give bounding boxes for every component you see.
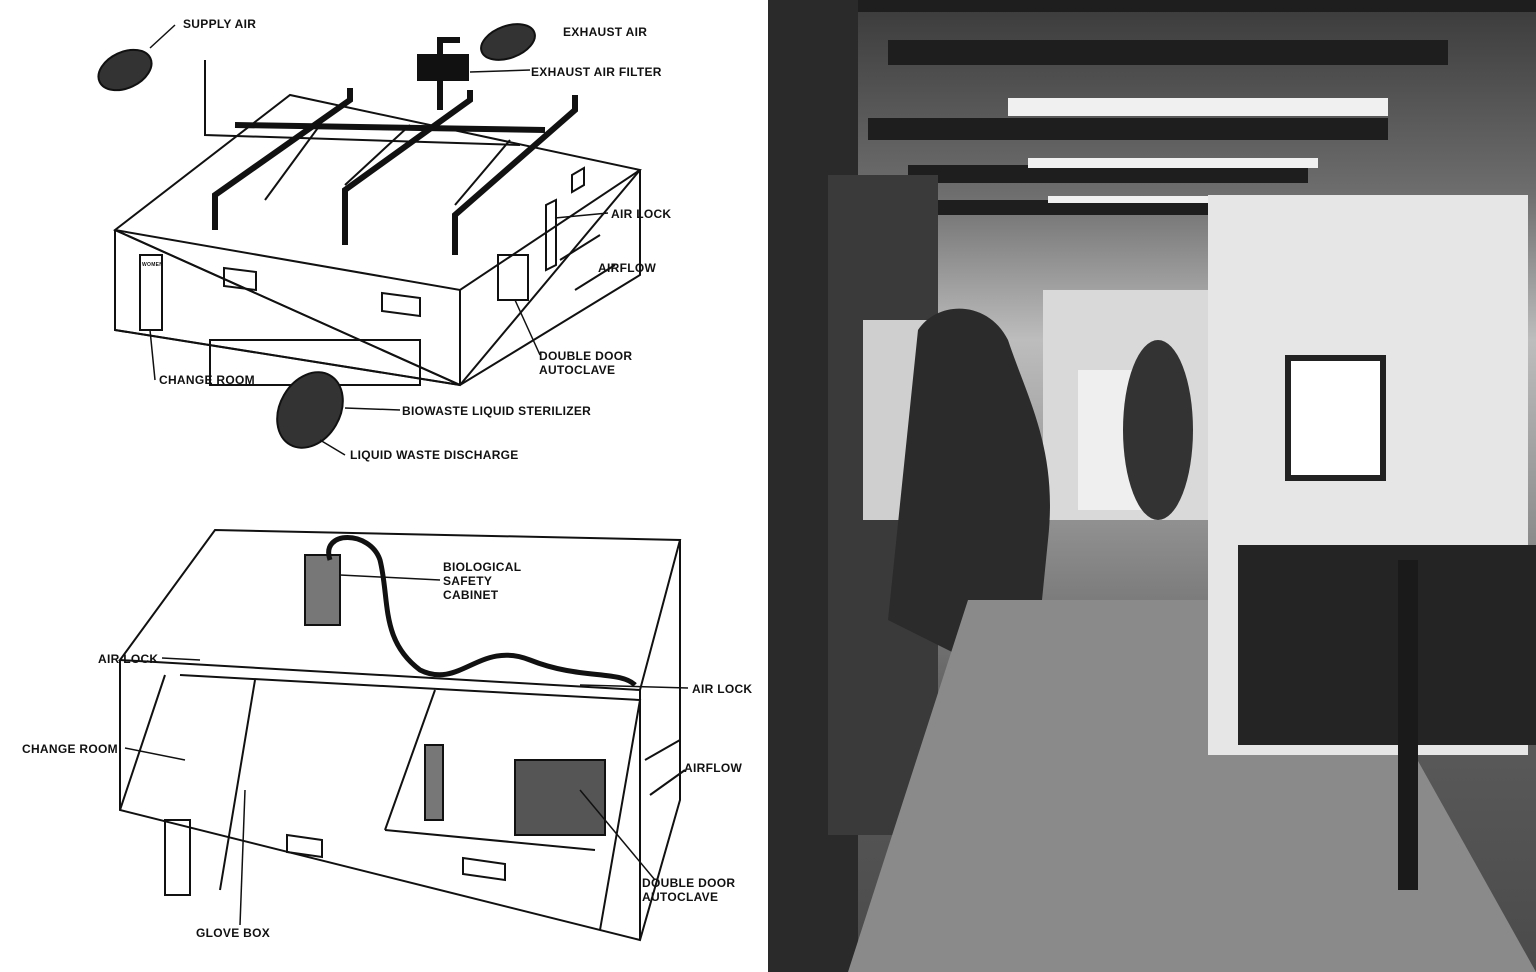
label-glove-box: GLOVE BOX	[196, 926, 271, 940]
equipment-panel	[1285, 355, 1386, 481]
label-liquid-waste-discharge: LIQUID WASTE DISCHARGE	[350, 448, 519, 462]
ceiling-lights	[1008, 98, 1388, 203]
label-supply-air: SUPPLY AIR	[183, 17, 257, 31]
bottom-building	[118, 528, 689, 942]
label-exhaust-air: EXHAUST AIR	[563, 25, 648, 39]
lab-interior-photo	[768, 0, 1536, 972]
workbench	[1238, 545, 1536, 745]
label-biological-safety-cabinet: BIOLOGICAL SAFETY CABINET	[443, 560, 522, 602]
photo-drawing	[768, 0, 1536, 972]
top-building	[97, 23, 642, 456]
label-air-lock: AIR LOCK	[611, 207, 672, 221]
standing-worker	[1123, 340, 1193, 520]
label-airflow: AIRFLOW	[598, 261, 657, 275]
label-double-door-autoclave-bottom: DOUBLE DOOR AUTOCLAVE	[642, 876, 736, 904]
door-sign: WOMEN	[142, 262, 164, 268]
label-biowaste-liquid-sterilizer: BIOWASTE LIQUID STERILIZER	[402, 404, 592, 418]
diagram-drawing	[97, 23, 689, 942]
table-leg	[1398, 560, 1418, 890]
label-change-room-bottom: CHANGE ROOM	[22, 742, 118, 756]
label-double-door-autoclave: DOUBLE DOOR AUTOCLAVE	[539, 349, 633, 377]
label-exhaust-air-filter: EXHAUST AIR FILTER	[531, 65, 662, 79]
label-airflow-bottom: AIRFLOW	[684, 761, 743, 775]
biocontainment-lab-diagram: SUPPLY AIR EXHAUST AIR EXHAUST AIR FILTE…	[22, 17, 753, 942]
label-air-lock-right: AIR LOCK	[692, 682, 753, 696]
label-air-lock-left: AIR LOCK	[98, 652, 159, 666]
label-change-room: CHANGE ROOM	[159, 373, 255, 387]
seated-worker	[888, 308, 1050, 660]
